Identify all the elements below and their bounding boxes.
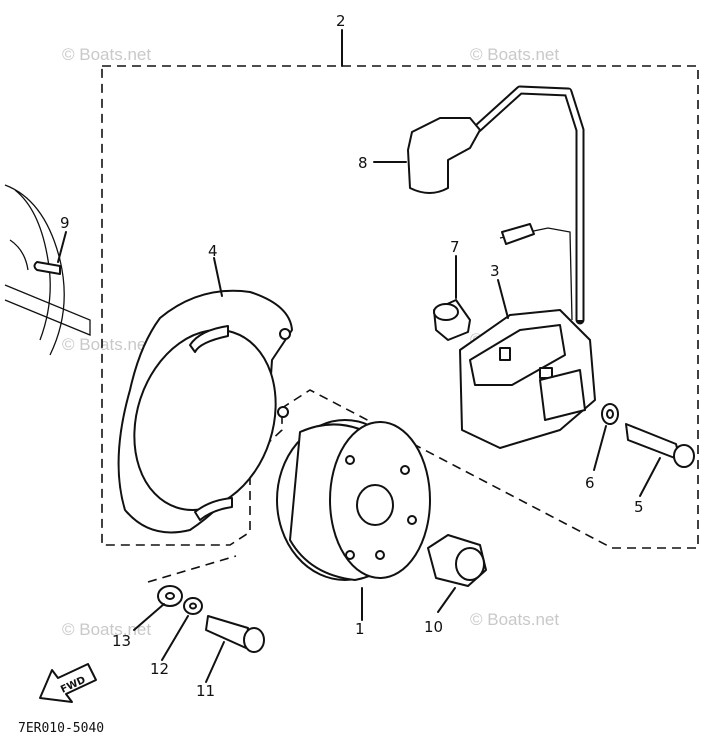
- watermark: © Boats.net: [470, 45, 559, 64]
- watermark: © Boats.net: [62, 620, 151, 639]
- watermark: © Boats.net: [470, 610, 559, 629]
- part-number-7: 7: [450, 238, 460, 256]
- leader-9: [57, 231, 67, 263]
- stator-base-plate: [117, 289, 293, 534]
- leader-3: [497, 279, 509, 319]
- part-number-5: 5: [634, 498, 644, 516]
- screw-5: [625, 423, 695, 468]
- part-number-1: 1: [355, 620, 365, 638]
- crankshaft-end: [4, 184, 91, 356]
- part-number-9: 9: [60, 214, 70, 232]
- washer-6: [601, 403, 619, 425]
- woodruff-key: [33, 261, 61, 275]
- bolt-11: [205, 615, 265, 653]
- flywheel: [276, 419, 431, 581]
- leader-13: [133, 603, 165, 631]
- part-number-2: 2: [336, 12, 346, 30]
- lock-washer-12: [183, 597, 203, 615]
- diagram-code: 7ER010-5040: [18, 721, 104, 736]
- leader-11: [205, 641, 225, 683]
- part-number-3: 3: [490, 262, 500, 280]
- leader-5: [639, 457, 661, 497]
- part-number-4: 4: [208, 242, 218, 260]
- guide-line: [147, 555, 237, 583]
- part-number-10: 10: [424, 618, 443, 636]
- part-number-11: 11: [196, 682, 215, 700]
- flywheel-nut: [427, 534, 487, 587]
- leader-6: [593, 425, 607, 471]
- part-number-12: 12: [150, 660, 169, 678]
- washer-13: [157, 585, 183, 607]
- watermark: © Boats.net: [62, 45, 151, 64]
- ignition-coil: [459, 309, 596, 449]
- collar: [433, 299, 471, 341]
- leader-10: [437, 587, 456, 613]
- part-number-6: 6: [585, 474, 595, 492]
- leader-4: [213, 257, 223, 297]
- leader-12: [161, 615, 189, 661]
- watermark: © Boats.net: [62, 335, 151, 354]
- part-number-13: 13: [112, 632, 131, 650]
- assembly-boundary: [101, 65, 699, 549]
- part-number-8: 8: [358, 154, 368, 172]
- fwd-arrow-icon: FWD: [39, 663, 97, 703]
- plug-cap-and-lead: [407, 85, 585, 325]
